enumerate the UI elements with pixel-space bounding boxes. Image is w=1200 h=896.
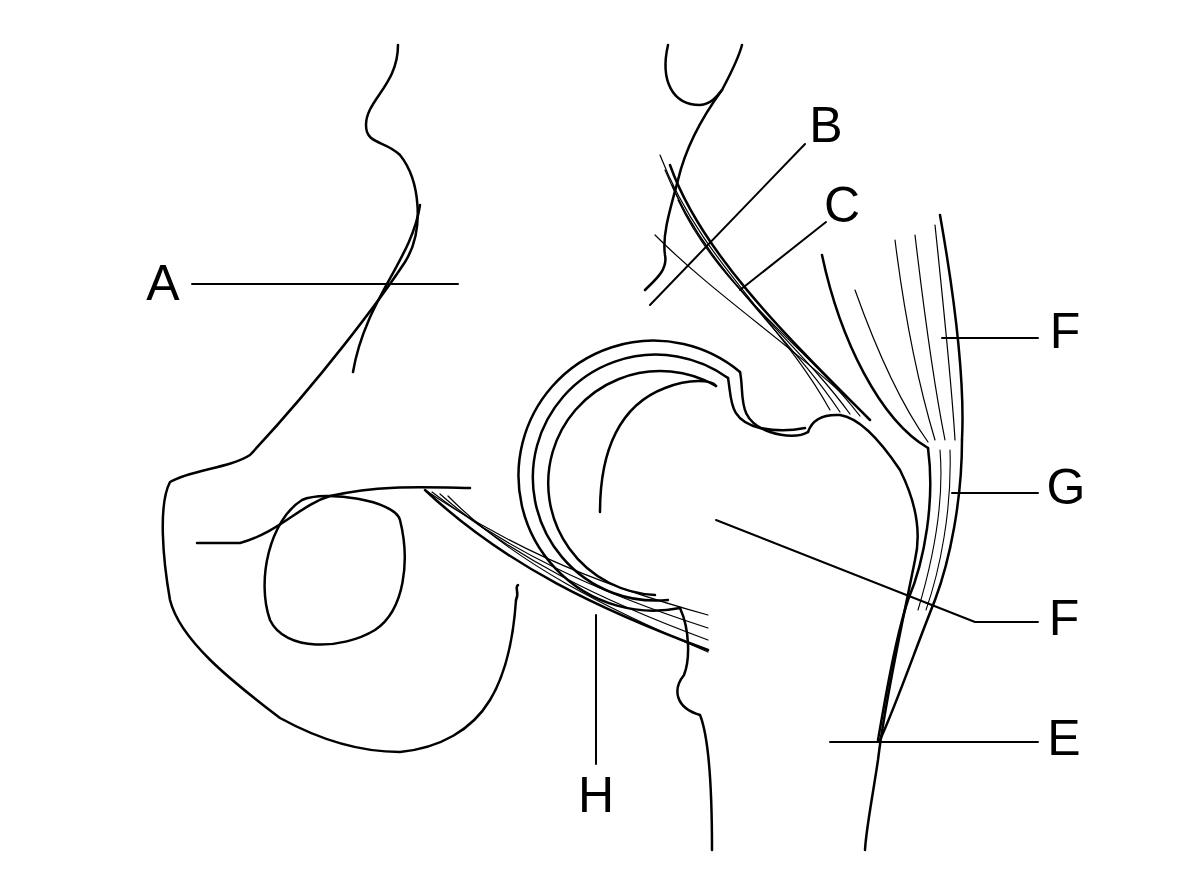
part-label: G — [1047, 462, 1086, 512]
femoral-head-edge — [548, 371, 716, 595]
ilium-edge — [645, 90, 722, 290]
labrum-top — [740, 372, 808, 436]
ilium-knob — [666, 45, 742, 105]
pelvis-outline — [163, 45, 516, 752]
labrum-inner — [728, 378, 805, 430]
part-label: C — [824, 180, 860, 230]
obturator-foramen — [265, 496, 405, 645]
ligament-h-border — [425, 490, 708, 650]
ligament-c-border — [670, 165, 870, 420]
muscle-right-edge — [940, 215, 963, 440]
part-label: B — [809, 100, 842, 150]
femur-lateral — [808, 415, 918, 850]
muscle-left-edge — [822, 255, 928, 448]
part-label: F — [1050, 306, 1081, 356]
iliofemoral-ligament — [655, 155, 870, 420]
part-label: H — [578, 770, 614, 820]
leader-lines — [192, 144, 1038, 764]
part-label: F — [1049, 593, 1080, 643]
ischiofemoral-ligament — [425, 490, 708, 652]
tendon-fibers — [918, 450, 950, 610]
femoral-neck — [600, 381, 716, 512]
ischium-edge — [516, 585, 518, 600]
part-label: E — [1047, 713, 1080, 763]
acetabulum-outer — [518, 341, 740, 611]
muscle-fibers — [855, 225, 955, 442]
part-label: A — [146, 258, 179, 308]
pelvis-inner-edge — [353, 205, 420, 372]
acetabulum-mid — [533, 355, 728, 601]
